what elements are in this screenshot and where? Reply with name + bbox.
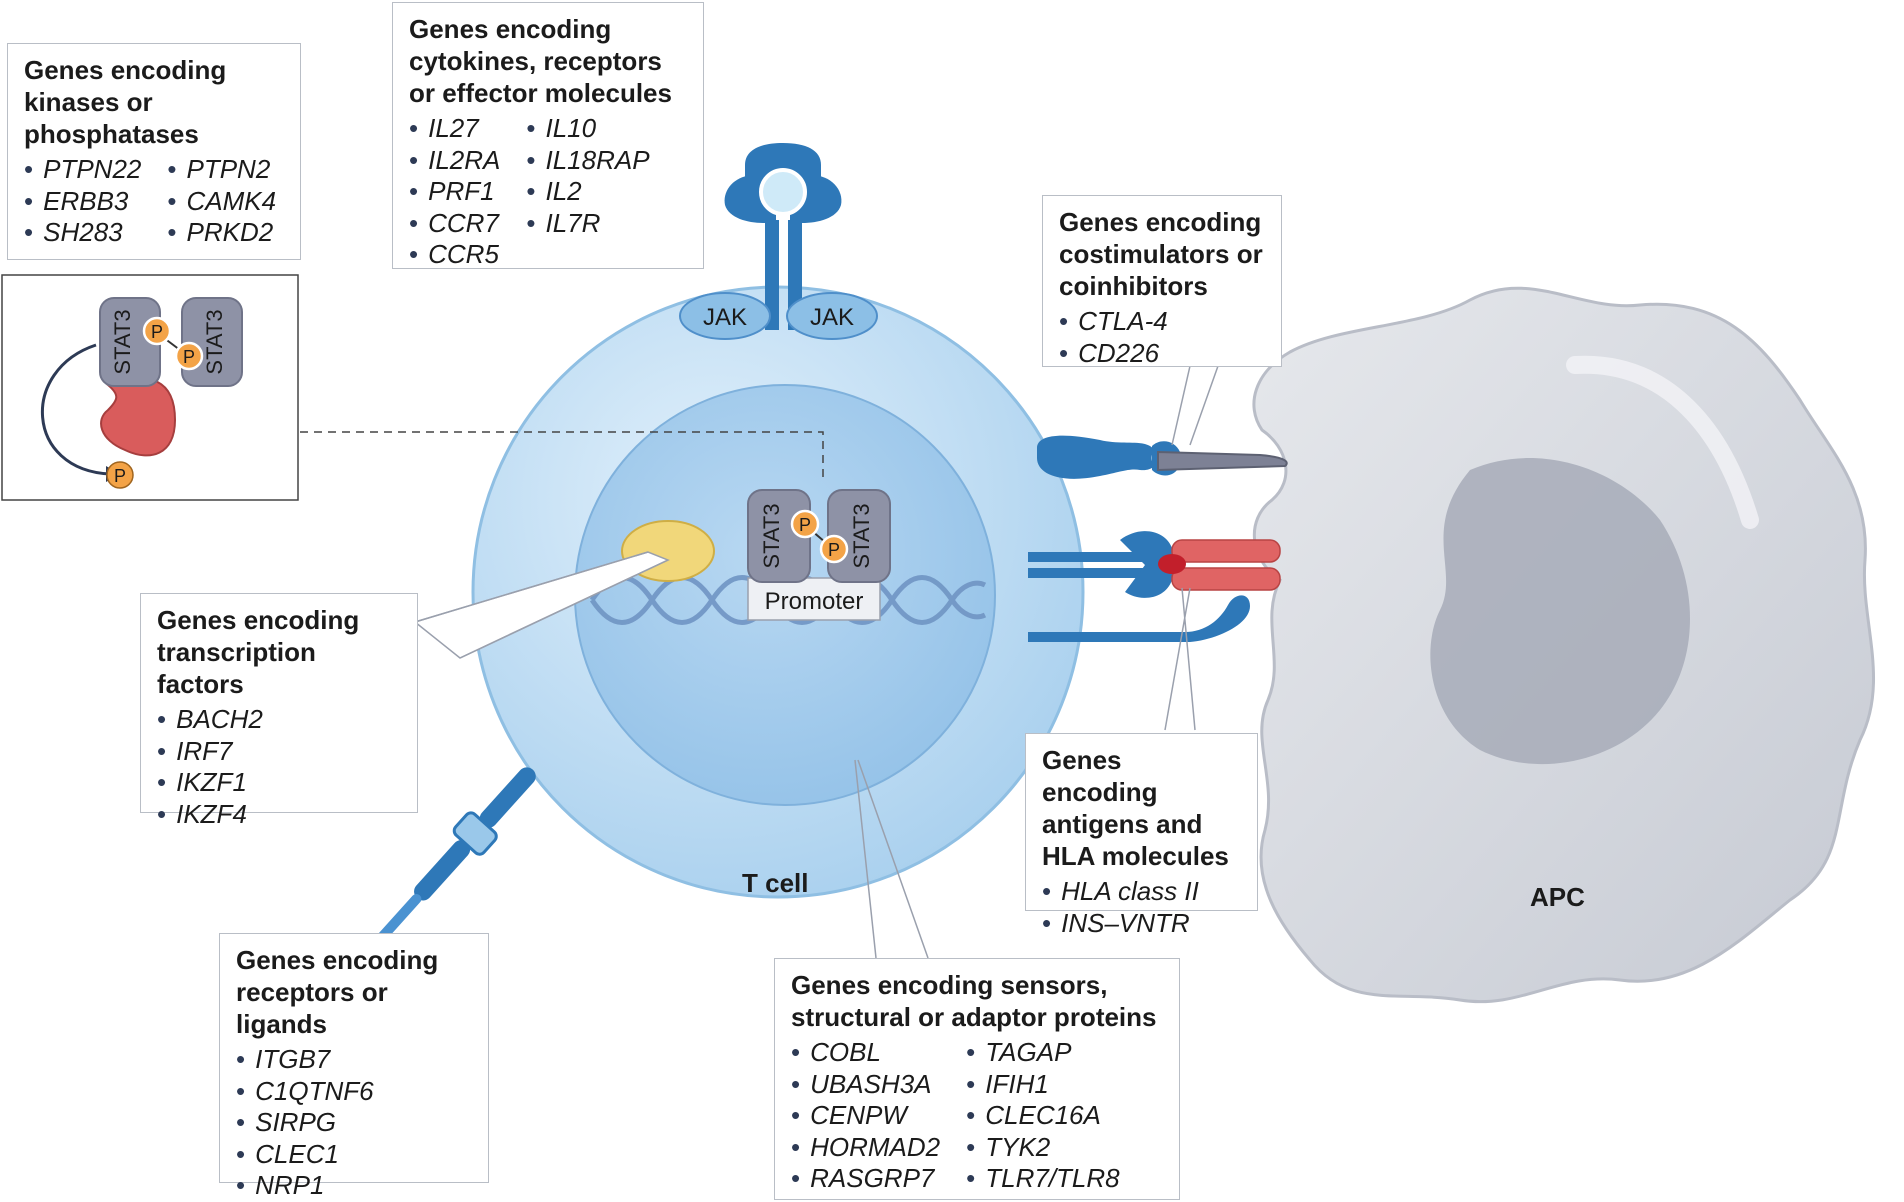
gene-item: HORMAD2 <box>791 1132 940 1164</box>
gene-list-col1: BACH2 IRF7 IKZF1 IKZF4 <box>157 704 263 830</box>
gene-item: ERBB3 <box>24 186 141 218</box>
stat3-label-right: STAT3 <box>849 503 874 568</box>
gene-item: COBL <box>791 1037 940 1069</box>
gene-item: PRKD2 <box>167 217 276 249</box>
gene-item: IL2 <box>526 176 649 208</box>
jak-label-left: JAK <box>703 304 747 331</box>
apc-label: APC <box>1530 882 1585 912</box>
gene-item: UBASH3A <box>791 1069 940 1101</box>
gene-list-col1: CTLA-4 CD226 <box>1059 306 1168 369</box>
gene-item: IL27 <box>409 113 500 145</box>
gene-item: IRF7 <box>157 736 263 768</box>
promoter-label: Promoter <box>765 588 864 615</box>
gene-item: TAGAP <box>966 1037 1120 1069</box>
gene-list-col1: ITGB7 C1QTNF6 SIRPG CLEC1 NRP1 <box>236 1044 374 1202</box>
stat3-label-inset-right: STAT3 <box>202 309 227 374</box>
promoter-element: Promoter <box>747 577 881 621</box>
box-sensors-adaptors: Genes encoding sensors, structural or ad… <box>774 958 1180 1200</box>
gene-item: BACH2 <box>157 704 263 736</box>
gene-item: PRF1 <box>409 176 500 208</box>
phosphate-label: P <box>151 322 163 342</box>
phosphate-label: P <box>799 515 811 535</box>
box-title: Genes encoding sensors, structural or ad… <box>791 970 1157 1032</box>
gene-item: CCR5 <box>409 239 500 271</box>
gene-item: IL2RA <box>409 145 500 177</box>
stat3-label-left: STAT3 <box>759 503 784 568</box>
gene-item: CAMK4 <box>167 186 276 218</box>
phosphate-label: P <box>828 540 840 560</box>
gene-list-col1: HLA class II INS–VNTR <box>1042 876 1199 939</box>
gene-item: ITGB7 <box>236 1044 374 1076</box>
stat3-label-inset-left: STAT3 <box>110 309 135 374</box>
gene-item: CCR7 <box>409 208 500 240</box>
box-receptors-ligands: Genes encoding receptors or ligands ITGB… <box>219 933 489 1200</box>
box-title: Genes encoding cytokines, receptors or e… <box>409 14 672 108</box>
gene-item: PTPN2 <box>167 154 276 186</box>
gene-item: NRP1 <box>236 1170 374 1202</box>
box-kinases-phosphatases: Genes encoding kinases or phosphatases P… <box>7 43 301 260</box>
gene-item: CLEC16A <box>966 1100 1120 1132</box>
t-cell-label: T cell <box>742 868 809 898</box>
gene-item: IL18RAP <box>526 145 649 177</box>
phosphatase-shape <box>100 377 177 457</box>
box-title: Genes encoding costimulators or coinhibi… <box>1059 207 1263 301</box>
gene-item: IKZF1 <box>157 767 263 799</box>
free-phosphate-label: P <box>114 466 126 486</box>
inset-stat3-dephosphorylation: STAT3 STAT3 P P P <box>1 274 299 501</box>
gene-item: RASGRP7 <box>791 1163 940 1195</box>
gene-item: IL7R <box>526 208 649 240</box>
jak-left <box>679 292 771 340</box>
gene-item: CLEC1 <box>236 1139 374 1171</box>
gene-item: CENPW <box>791 1100 940 1132</box>
box-title: Genes encoding receptors or ligands <box>236 945 439 1039</box>
jak-label-right: JAK <box>810 304 854 331</box>
gene-list-col2: TAGAP IFIH1 CLEC16A TYK2 TLR7/TLR8 <box>966 1037 1120 1195</box>
gene-item: SH283 <box>24 217 141 249</box>
stat3-dimer-nucleus: STAT3 STAT3 P P <box>747 489 891 583</box>
gene-item: PTPN22 <box>24 154 141 186</box>
box-title: Genes encoding antigens and HLA molecule… <box>1042 745 1229 871</box>
gene-item: HLA class II <box>1042 876 1199 908</box>
dashed-connector <box>300 431 824 482</box>
gene-item: TLR7/TLR8 <box>966 1163 1119 1195</box>
box-title: Genes encoding kinases or phosphatases <box>24 55 227 149</box>
gene-item: IFIH1 <box>966 1069 1120 1101</box>
gene-item: CD226 <box>1059 338 1168 370</box>
gene-list-col1: IL27 IL2RA PRF1 CCR7 CCR5 <box>409 113 500 271</box>
gene-item: TYK2 <box>966 1132 1120 1164</box>
gene-item: IL10 <box>526 113 649 145</box>
cytokine-receptor: JAK JAK <box>679 143 878 340</box>
box-title: Genes encoding transcription factors <box>157 605 360 699</box>
gene-list-col2: PTPN2 CAMK4 PRKD2 <box>167 154 276 249</box>
phosphate-label: P <box>183 347 195 367</box>
gene-item: CTLA-4 <box>1059 306 1168 338</box>
box-antigens-hla: Genes encoding antigens and HLA molecule… <box>1025 733 1258 938</box>
gene-list-col1: PTPN22 ERBB3 SH283 <box>24 154 141 249</box>
apc-nucleus <box>1430 458 1690 765</box>
gene-list-col2: IL10 IL18RAP IL2 IL7R <box>526 113 649 271</box>
apc-cell <box>1252 286 1876 1004</box>
jak-right <box>786 292 878 340</box>
box-costimulators: Genes encoding costimulators or coinhibi… <box>1042 195 1282 369</box>
callout-lines <box>300 365 1219 959</box>
gene-list-col1: COBL UBASH3A CENPW HORMAD2 RASGRP7 <box>791 1037 940 1195</box>
gene-item: C1QTNF6 <box>236 1076 373 1108</box>
box-cytokines-receptors: Genes encoding cytokines, receptors or e… <box>392 2 704 269</box>
integrin-receptor <box>376 767 536 943</box>
gene-item: SIRPG <box>236 1107 374 1139</box>
box-transcription-factors: Genes encoding transcription factors BAC… <box>140 593 418 829</box>
tcr-hla-complex <box>1028 531 1281 642</box>
gene-item: INS–VNTR <box>1042 908 1199 940</box>
costimulatory-receptor <box>1037 435 1288 479</box>
gene-item: IKZF4 <box>157 799 263 831</box>
